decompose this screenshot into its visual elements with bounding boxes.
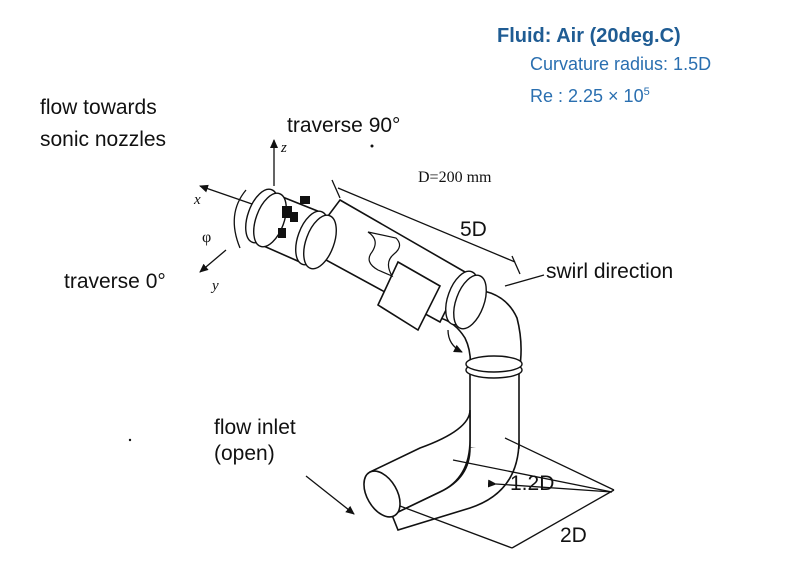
phi-arc (233, 189, 247, 249)
curvature-label: Curvature radius: 1.5D (530, 54, 712, 74)
reynolds-label: Re : 2.25 × 105 (497, 78, 711, 110)
swirl-leader (504, 274, 545, 287)
inlet-opening (363, 470, 401, 518)
phi-label: φ (202, 229, 211, 246)
dimension-1-2d (452, 459, 613, 493)
inlet-leader (305, 475, 355, 515)
elbow-inlet-ring-2 (453, 274, 487, 330)
label-flow-inlet-1: flow inlet (214, 416, 296, 439)
label-flow-inlet-2: (open) (214, 442, 275, 465)
dimension-2d (399, 437, 615, 549)
label-flow-towards-1: flow towards (40, 96, 157, 119)
vertical-pipe (469, 371, 520, 449)
label-flow-towards-2: sonic nozzles (40, 128, 166, 151)
fluid-label: Fluid: Air (20deg.C) (497, 25, 681, 47)
label-traverse-0: traverse 0° (64, 270, 166, 293)
dimension-5d (331, 179, 521, 275)
label-1-2d: 1.2D (510, 472, 554, 495)
axis-y-line (199, 249, 227, 273)
label-5d: 5D (460, 218, 487, 241)
measurement-section (245, 188, 337, 270)
axis-x-label: x (193, 192, 201, 208)
pipe-break (367, 231, 401, 278)
axis-z-label: z (280, 140, 287, 156)
reynolds-base: Re : 2.25 × 10 (530, 86, 644, 106)
label-2d: 2D (560, 524, 587, 547)
axis-x-line (199, 184, 253, 205)
speck-2 (128, 438, 132, 442)
label-diameter: D=200 mm (418, 169, 492, 186)
label-traverse-90: traverse 90° (287, 114, 400, 137)
speck (370, 144, 374, 148)
label-swirl: swirl direction (546, 260, 673, 283)
axis-y-label: y (210, 278, 219, 294)
swirl-arrow (447, 329, 463, 353)
info-box: Fluid: Air (20deg.C) Curvature radius: 1… (497, 22, 711, 110)
reynolds-exponent: 5 (643, 86, 650, 98)
axes (199, 139, 278, 273)
elbow-outlet-ring-2 (465, 355, 523, 373)
